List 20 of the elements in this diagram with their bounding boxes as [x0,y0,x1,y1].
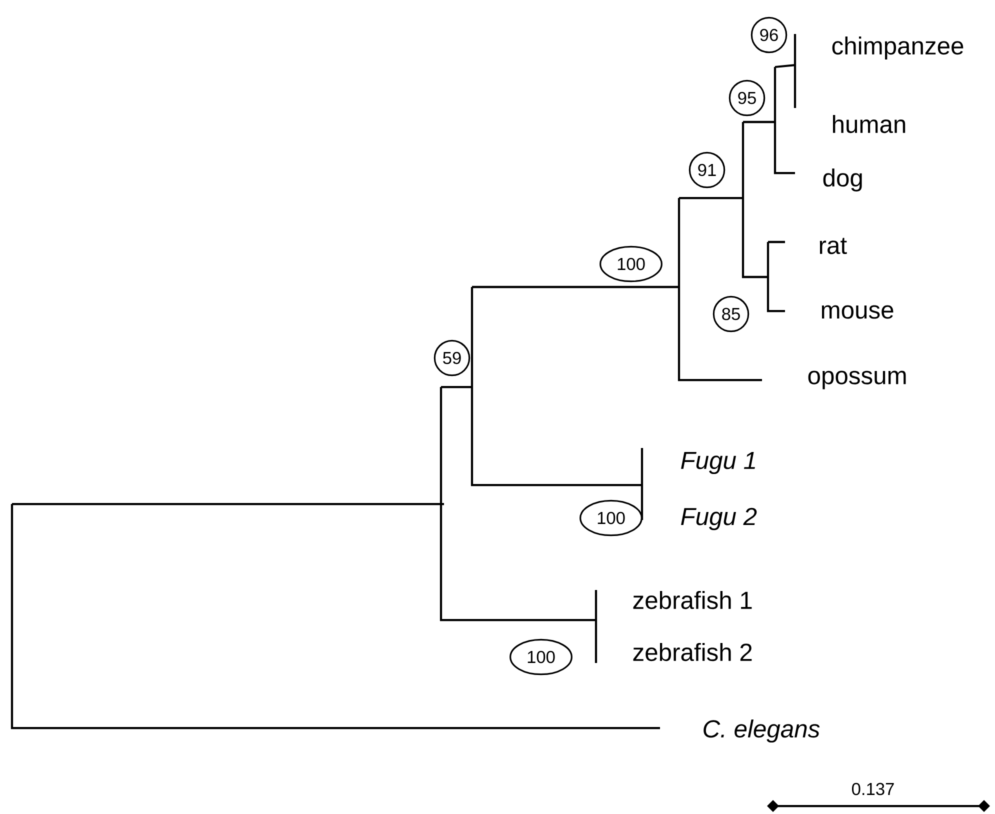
bootstrap-value: 85 [712,296,750,332]
leaf-name: chimpanzee [832,36,964,60]
leaf-name: human [833,114,906,134]
bootstrap-value: 100 [580,500,642,536]
scale-value: 0.137 [852,782,894,796]
leaf-name: zebrafish 1 [633,590,752,610]
bootstrap-value: 96 [750,16,788,54]
leaf-name: dog [823,168,862,192]
leaf-name: Fugu 2 [681,508,757,530]
bootstrap-value: 100 [510,638,572,676]
bootstrap-value: 100 [600,246,662,282]
leaf-name: Fugu 1 [681,452,755,474]
bootstrap-value: 91 [688,152,726,188]
bootstrap-value: 59 [434,340,470,376]
bootstrap-value: 95 [728,80,766,116]
leaf-name: rat [820,238,847,254]
leaf-name: opossum [808,370,906,390]
leaf-name: zebrafish 2 [633,642,752,662]
leaf-name: mouse [822,305,894,319]
leaf-name: C. elegans [704,720,820,742]
